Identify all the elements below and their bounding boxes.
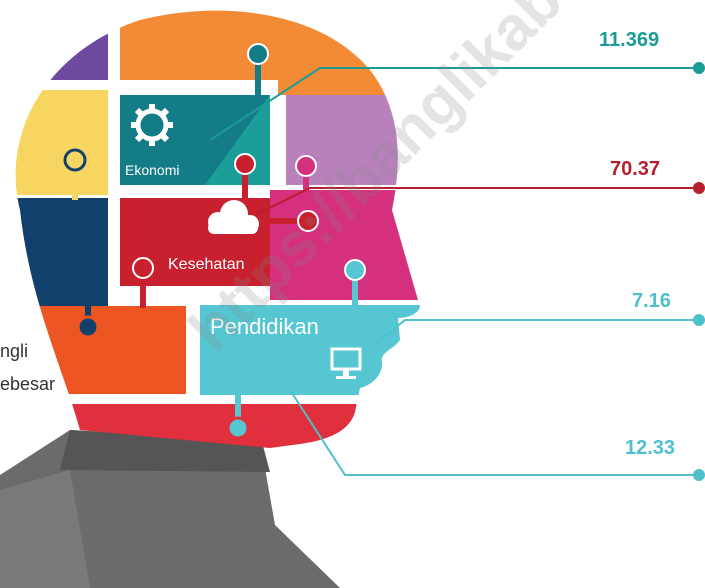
block-orange-top (120, 10, 278, 80)
gear-icon (131, 104, 173, 146)
block-label-ekonomi: Ekonomi (125, 162, 179, 178)
block-label-kesehatan: Kesehatan (168, 256, 245, 273)
side-label-line2: ebesar (0, 374, 55, 394)
connector-dots (693, 62, 705, 481)
block-purple (15, 10, 108, 80)
block-yellow (15, 90, 108, 195)
connector-neck (289, 389, 700, 476)
indicator-value-pendidikan: 7.16 (632, 290, 671, 312)
connector-ekonomi (209, 67, 700, 141)
shoulders (0, 430, 340, 588)
connector-lines (209, 67, 700, 476)
block-label-pendidikan: Pendidikan (210, 314, 319, 339)
block-navy (15, 198, 108, 306)
monitor-icon (330, 347, 362, 379)
connector-kesehatan (254, 187, 700, 216)
head-blocks (15, 10, 420, 449)
indicator-value-kesehatan: 70.37 (610, 158, 660, 180)
connector-pendidikan (377, 319, 700, 343)
indicator-value-ekonomi: 11.369 (599, 29, 659, 51)
indicator-value-neck: 12.33 (625, 437, 675, 459)
side-label-line1: ngli (0, 341, 28, 361)
puzzle-knobs (63, 43, 366, 440)
cloud-icon (208, 200, 259, 234)
